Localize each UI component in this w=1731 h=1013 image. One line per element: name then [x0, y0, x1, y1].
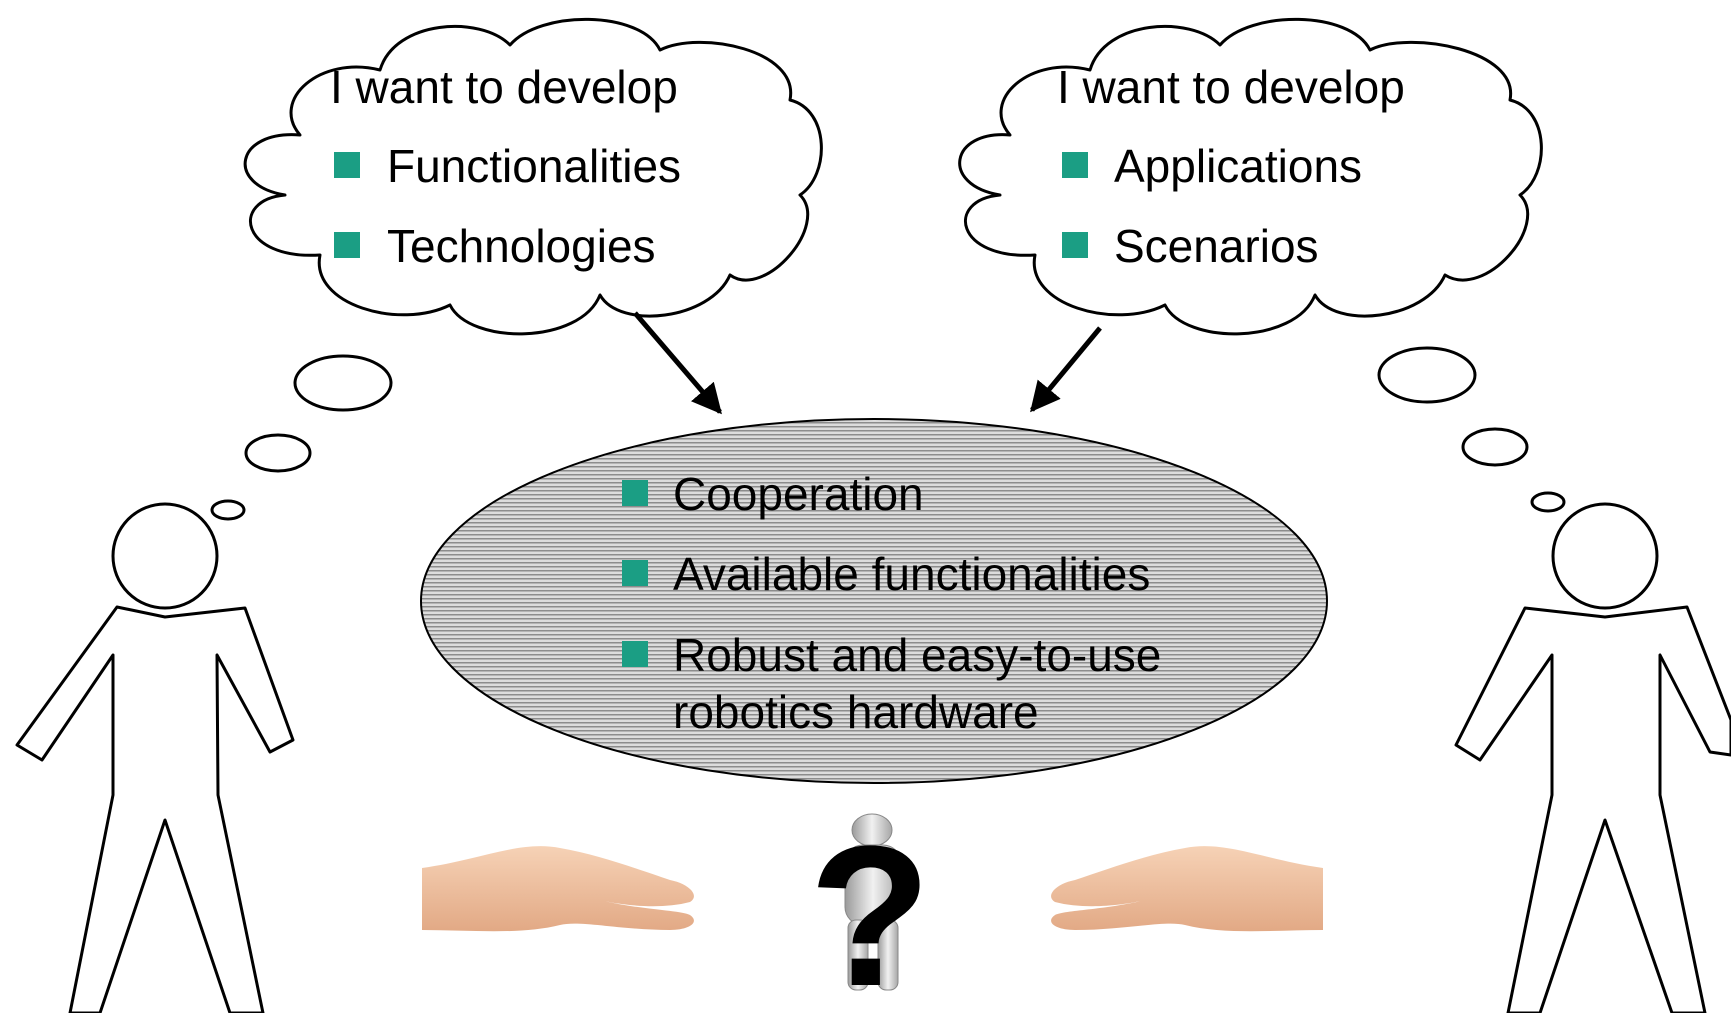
- left-thought-bubbles: [210, 354, 393, 521]
- center-ellipse: [420, 418, 1328, 784]
- right-person-icon: [1454, 502, 1731, 1013]
- arrow-left-to-center: [633, 311, 722, 415]
- right-thought-cloud: [958, 17, 1543, 336]
- center-ellipse-text: Cooperation Available functionalities Ro…: [622, 468, 1161, 738]
- right-thought-item-applications: Applications: [1114, 140, 1362, 192]
- thought-bubble-medium: [1461, 427, 1529, 467]
- left-thought-heading: I want to develop: [330, 61, 678, 113]
- question-mark: ?: [809, 805, 931, 1013]
- center-item-cooperation: Cooperation: [673, 468, 924, 520]
- robot-figure-icon: [844, 813, 902, 991]
- right-thought-bubbles: [1377, 346, 1566, 513]
- bullet-icon: [334, 152, 360, 178]
- left-hand-icon: [422, 846, 694, 932]
- center-item-available-functionalities: Available functionalities: [673, 548, 1150, 600]
- bullet-icon: [622, 560, 648, 586]
- left-thought-cloud: [243, 17, 823, 336]
- center-item-robust-hardware-line2: robotics hardware: [673, 686, 1039, 738]
- center-item-robust-hardware: Robust and easy-to-use: [673, 629, 1161, 681]
- left-thought-item-technologies: Technologies: [387, 220, 656, 272]
- right-thought-item-scenarios: Scenarios: [1114, 220, 1319, 272]
- bullet-icon: [334, 232, 360, 258]
- left-thought-item-functionalities: Functionalities: [387, 140, 681, 192]
- bullet-icon: [622, 480, 648, 506]
- left-thought-text: I want to develop Functionalities Techno…: [330, 61, 681, 272]
- arrow-right-to-center: [1030, 326, 1102, 413]
- head: [111, 502, 219, 610]
- bullet-icon: [622, 641, 648, 667]
- thought-bubble-large: [1377, 346, 1477, 404]
- thought-bubble-small: [210, 499, 246, 521]
- thought-bubble-small: [1530, 491, 1566, 513]
- bullet-icon: [1062, 152, 1088, 178]
- right-thought-text: I want to develop Applications Scenarios: [1057, 61, 1405, 272]
- thought-bubble-medium: [244, 433, 312, 473]
- thought-bubble-large: [293, 354, 393, 412]
- bullet-icon: [1062, 232, 1088, 258]
- right-hand-icon: [1051, 846, 1323, 932]
- head: [1551, 502, 1659, 610]
- right-thought-heading: I want to develop: [1057, 61, 1405, 113]
- left-person-icon: [15, 502, 295, 1013]
